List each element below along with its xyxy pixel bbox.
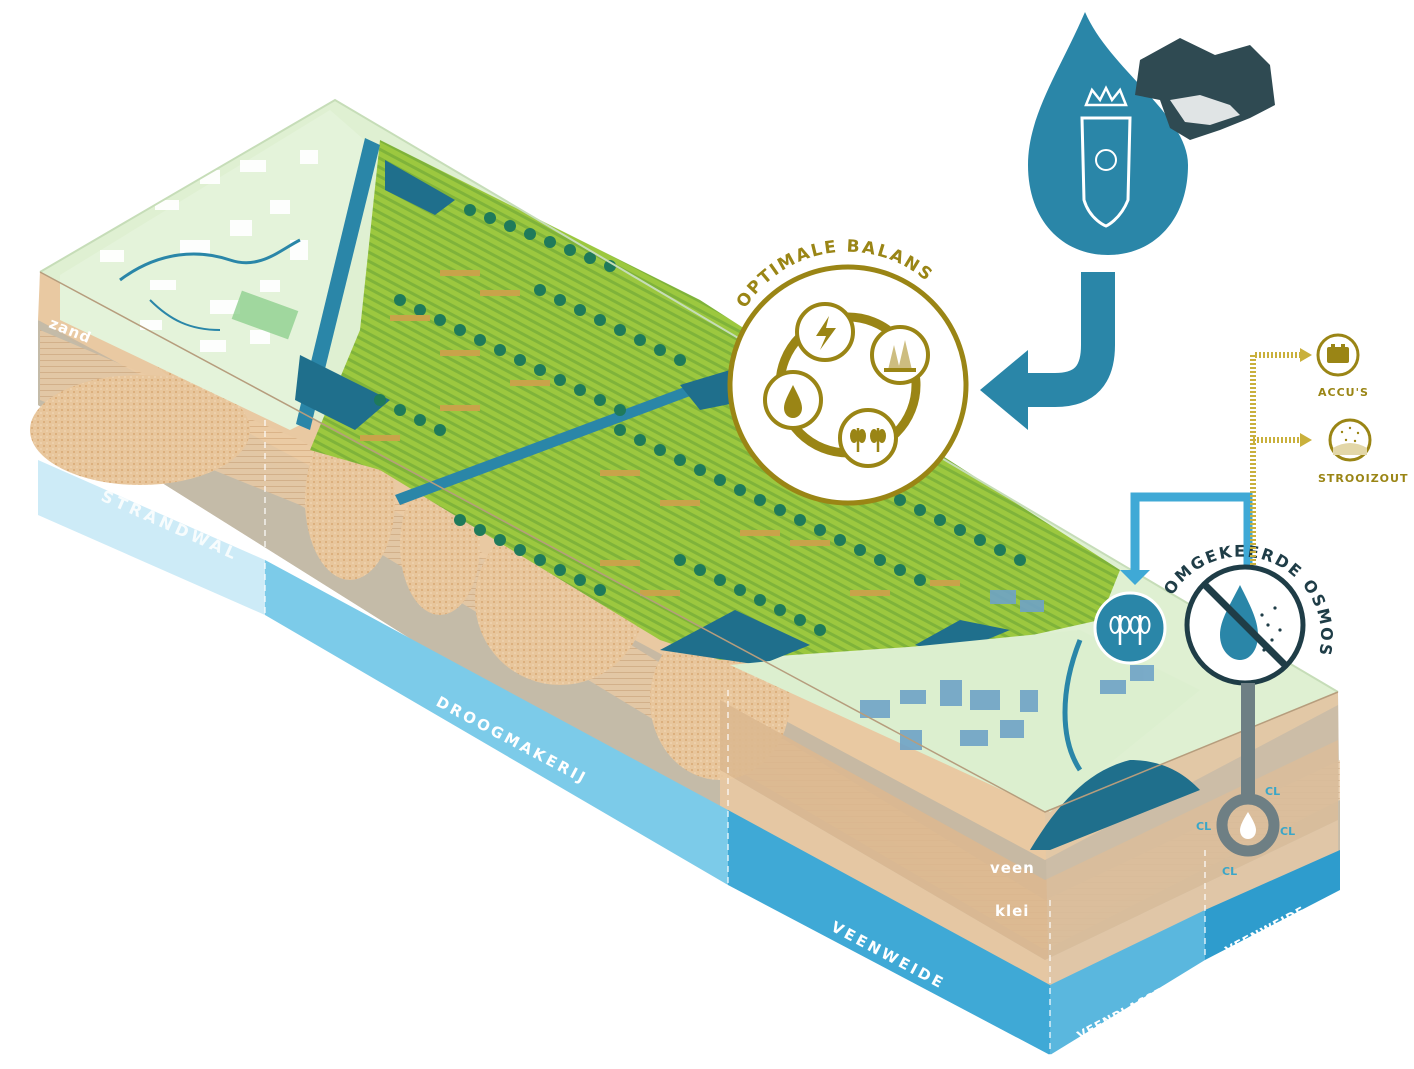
water-board-drop [1028,12,1188,255]
output-label-road-salt: STROOIZOUT [1318,472,1408,485]
chloride-label: CL [1196,820,1211,833]
brine-well [1216,793,1280,857]
zone-bar-veenweide [728,810,1050,1055]
optimal-balance [727,264,969,506]
chloride-label: CL [1222,865,1237,878]
basin-top [385,160,455,215]
land-surface [39,98,1339,850]
tree-rows [374,204,1026,636]
handshake-icon [1135,38,1275,140]
town-area [60,110,370,430]
ring-canal [296,138,380,430]
forest-icon [870,325,930,385]
output-line [1250,352,1300,565]
cross-canal [395,370,738,505]
lake [1030,760,1200,850]
greenhouse-town [231,290,299,340]
basin-left [295,355,390,430]
zone-bar-strandwal [38,460,265,615]
salt-icon [1328,418,1372,462]
crops-badge [1093,591,1167,665]
lightning-icon [795,302,855,362]
chloride-label: CL [1280,825,1295,838]
chloride-label: CL [1265,785,1280,798]
zone-bar-veenplassen [1050,910,1205,1055]
arrow-to-balance [1025,272,1115,407]
soil-label-peat: veen [990,859,1035,877]
sand-pocket [30,375,250,485]
soil-label-clay: klei [995,902,1029,920]
greenhouse-field [730,630,1200,812]
output-label-batteries: ACCU'S [1318,386,1369,399]
basin-bottom [660,610,810,665]
hay-bales [360,270,960,596]
zone-bar-veenweide-small [1205,850,1340,960]
battery-icon [1316,333,1360,377]
water-drop-icon [763,370,823,430]
osmosis-badge [1184,564,1306,686]
return-flow-arrow [1130,492,1253,580]
crops-icon [838,408,898,468]
zone-bar-droogmakerij [265,560,728,885]
